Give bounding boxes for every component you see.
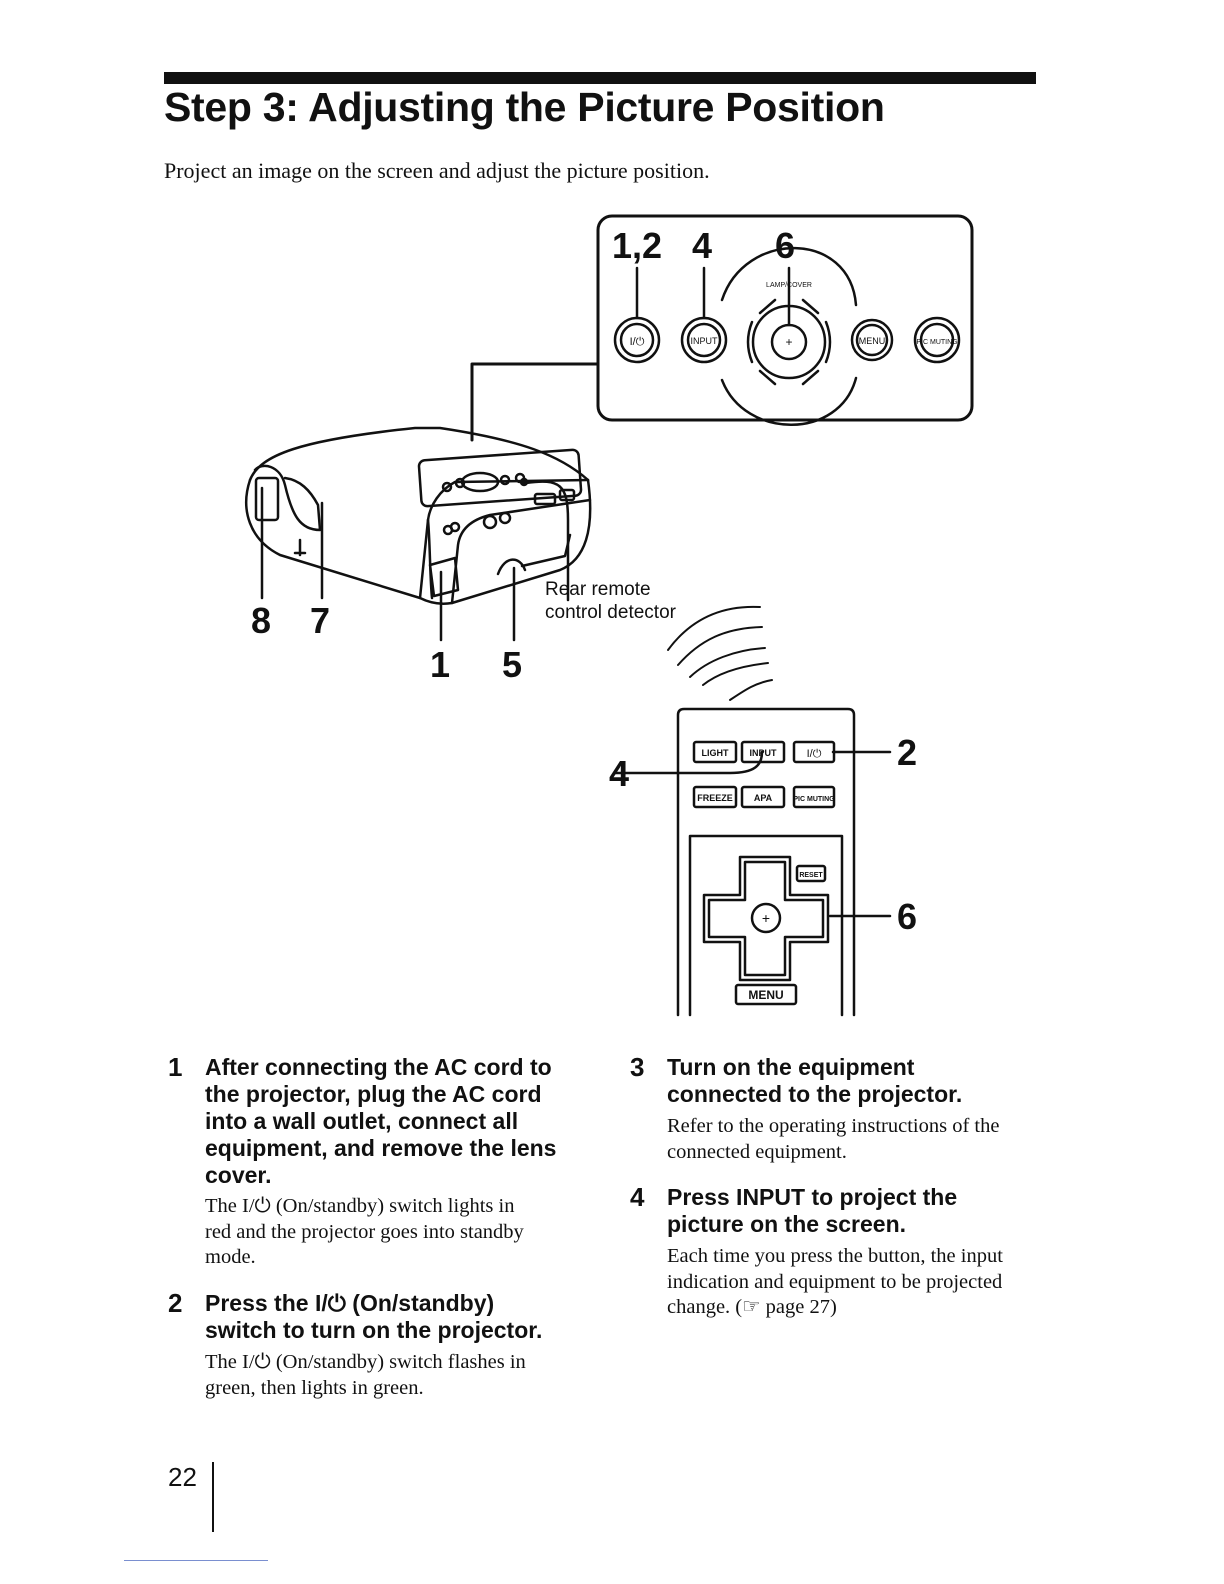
callout-panel-4: 4 [692,225,713,266]
callout-projector-1: 1 [430,644,451,685]
step-number: 1 [168,1052,183,1082]
panel-power-label: I/⏻ [630,336,645,348]
step-body-line: Refer to the operating instructions of t… [667,1115,1000,1137]
control-panel-inset [596,214,974,422]
step-body: The I/⏻ (On/standby) switch lights in re… [205,1194,605,1271]
step-number: 3 [630,1052,645,1082]
remote-pic-muting-label: PIC MUTING [793,796,835,803]
step-number: 4 [630,1182,645,1212]
remote-control [613,707,892,1017]
callout-panel-6: 6 [775,225,796,266]
remote-menu-label: MENU [748,988,783,1002]
remote-apa-label: APA [754,793,773,803]
callout-remote-6: 6 [897,896,918,937]
panel-menu-label: MENU [859,336,886,346]
remote-reset-label: RESET [799,872,823,879]
step-heading: Turn on the equipment connected to the p… [667,1054,1067,1108]
page-number-bar [212,1462,214,1532]
page-title: Step 3: Adjusting the Picture Position [164,84,885,130]
step-heading-line: connected to the projector. [667,1081,963,1107]
callout-panel-1-2: 1,2 [612,225,663,266]
projector-figure: I/⏻ INPUT LAMP/COVER MENU PIC MUTING + L… [245,214,974,1017]
step-heading-line: switch to turn on the projector. [205,1317,543,1343]
step-heading-line: cover. [205,1162,272,1188]
step-heading-line: Press the I/⏻ (On/standby) [205,1290,495,1316]
step-body-line: The I/⏻ (On/standby) switch flashes in [205,1351,526,1373]
step-heading: After connecting the AC cord to the proj… [205,1054,605,1189]
step-body-line: mode. [205,1246,256,1268]
step-body: Refer to the operating instructions of t… [667,1114,1067,1165]
inset-connector-line [470,362,600,442]
rear-detector-label-line1: Rear remote [545,579,651,600]
remote-dpad-center-icon: + [762,910,770,926]
step-body-line: Each time you press the button, the inpu… [667,1245,1003,1267]
projector-leader-lines [260,486,516,642]
title-rule [164,72,1036,84]
remote-light-label: LIGHT [702,748,729,758]
callout-remote-2: 2 [897,732,918,773]
callout-projector-7: 7 [310,600,331,641]
panel-dpad-center-icon: + [785,335,792,349]
step-heading-line: Press INPUT to project the [667,1184,958,1210]
panel-dpad [720,246,858,426]
remote-freeze-label: FREEZE [697,793,733,803]
step-heading-line: Turn on the equipment [667,1054,915,1080]
panel-input-label: INPUT [691,336,719,346]
remote-input-label: INPUT [750,748,778,758]
step-heading: Press the I/⏻ (On/standby) switch to tur… [205,1290,605,1344]
rear-detector-label-line2: control detector [545,602,676,623]
step-heading-line: equipment, and remove the lens [205,1135,557,1161]
step-number: 2 [168,1288,183,1318]
remote-power-label: I/⏻ [807,748,822,760]
step-body-line: indication and equipment to be projected [667,1270,1003,1293]
intro-text: Project an image on the screen and adjus… [164,158,710,183]
callout-projector-8: 8 [251,600,272,641]
panel-lamp-cover-label: LAMP/COVER [766,282,812,289]
step-body: Each time you press the button, the inpu… [667,1244,1067,1321]
panel-pic-muting-label: PIC MUTING [916,339,957,346]
step-heading-line: into a wall outlet, connect all [205,1108,519,1134]
projector-body [245,426,592,606]
callout-remote-4: 4 [609,753,630,794]
step-heading-line: the projector, plug the AC cord [205,1081,542,1107]
step-body-line: green, then lights in green. [205,1376,424,1399]
step-body-line: change. (☞ page 27) [667,1296,837,1318]
step-body-line: The I/⏻ (On/standby) switch lights in [205,1195,515,1217]
callout-projector-5: 5 [502,644,523,685]
step-body: The I/⏻ (On/standby) switch flashes in g… [205,1350,605,1401]
detector-leader-line [524,480,570,602]
panel-menu-button [850,318,894,362]
rear-detector-label: Rear remote control detector [545,578,676,624]
step-heading: Press INPUT to project the picture on th… [667,1184,1067,1238]
step-heading-line: After connecting the AC cord to [205,1054,552,1080]
page-number: 22 [168,1462,197,1492]
panel-pic-muting-button [913,316,961,364]
ir-signal-waves [667,605,773,701]
step-body-line: red and the projector goes into standby [205,1220,524,1243]
footer-line [124,1560,268,1561]
step-body-line: connected equipment. [667,1140,847,1163]
step-heading-line: picture on the screen. [667,1211,907,1237]
